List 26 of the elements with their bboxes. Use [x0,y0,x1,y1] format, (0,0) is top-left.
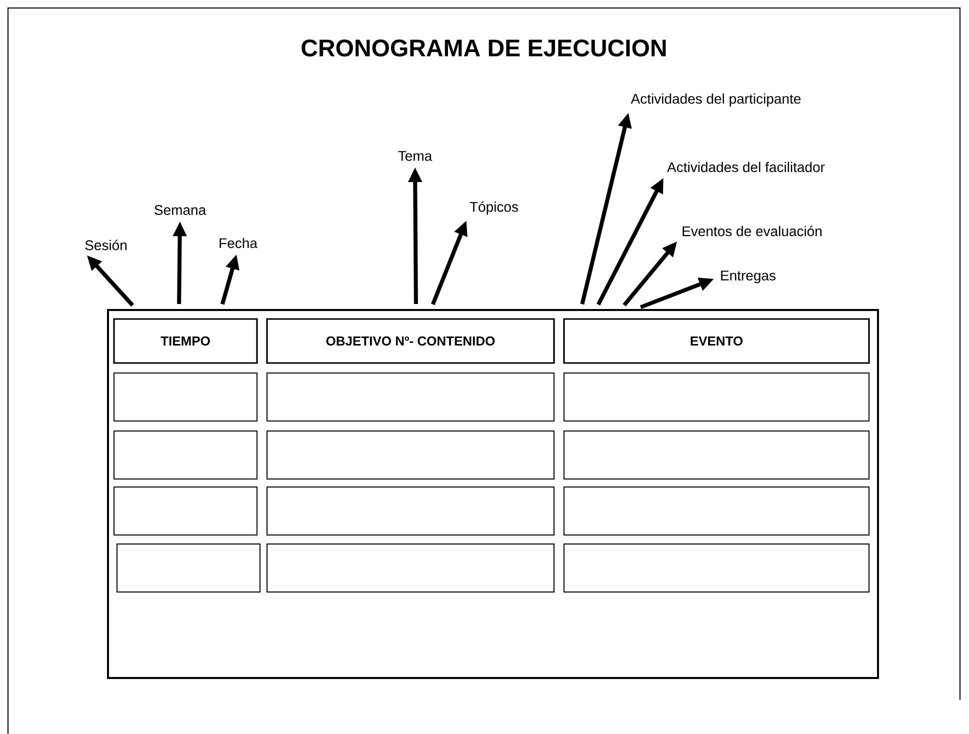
arrow-label: Fecha [220,238,258,248]
table-frame [107,309,879,679]
table-cell [564,430,870,480]
header-cell: EVENTO [563,318,870,364]
table-cell [116,544,260,592]
table-cell [114,372,258,422]
table-cell [564,544,870,592]
title: CRONOGRAMA DE EJECUCION [302,40,666,56]
header-cell: OBJETIVO Nº- CONTENIDO [266,318,555,364]
arrow-label: Actividades del participante [630,93,801,107]
table-cell [266,372,554,422]
table-cell [266,544,554,592]
arrow-label: Semana [154,205,206,215]
table-cell [114,486,258,536]
table-cell [114,430,258,480]
arrow-label: Tema [398,151,432,161]
arrow-label: Entregas [721,270,776,284]
header-cell: TIEMPO [113,318,258,364]
table-cell [266,430,554,480]
arrow-label: Eventos de evaluación [682,226,822,236]
arrow-label: Actividades del facilitador [667,162,825,172]
table-cell [564,486,870,536]
arrow-label: Sesión [85,240,126,250]
arrow-label: Tópicos [470,201,518,215]
table-cell [266,486,554,536]
table-cell [564,372,870,422]
